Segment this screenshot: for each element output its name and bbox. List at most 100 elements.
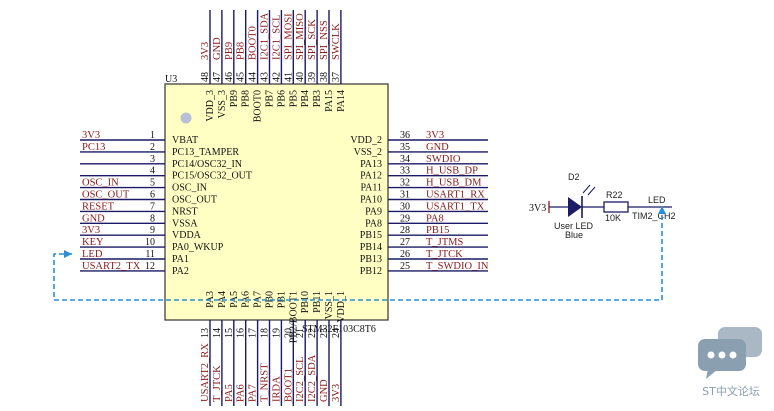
top-pin-group: 48VDD_33V347VSS_3GND46PB9PB945PB8PB844BO…	[200, 10, 347, 122]
pin-name-41: PB5	[288, 90, 299, 107]
pin-number-3: 3	[150, 154, 155, 165]
pin-number-18: 18	[260, 328, 271, 338]
pin-number-15: 15	[224, 328, 235, 338]
pin-number-43: 43	[260, 72, 271, 82]
net-label-32: H_USB_DM	[426, 178, 482, 189]
pin-name-25: PB12	[360, 266, 382, 277]
pin-number-29: 29	[400, 213, 410, 224]
pin-number-42: 42	[271, 72, 282, 82]
bottom-pin-group: 13PA3USART2_RX14PA4T_JTCK15PA5PA516PA6PA…	[200, 291, 347, 406]
net-label-28: PB15	[426, 225, 449, 236]
pin-number-33: 33	[400, 166, 410, 177]
pin-name-33: PA12	[360, 171, 382, 182]
net-label-40: SPI_MISO	[295, 13, 306, 60]
net-label-44: BOOT0	[248, 26, 259, 60]
pin-number-22: 22	[307, 328, 318, 338]
pin-number-1: 1	[150, 130, 155, 141]
net-label-18: T_NRST	[260, 363, 271, 402]
pin-number-48: 48	[200, 72, 211, 82]
net-label-11: LED	[82, 249, 103, 260]
net-label-13: USART2_RX	[200, 343, 211, 402]
net-label-6: OSC_OUT	[82, 190, 130, 201]
pin-name-10: PA0_WKUP	[172, 242, 224, 253]
pin-name-24: VDD_1	[336, 291, 347, 323]
pin-name-36: VDD_2	[350, 135, 382, 146]
pin-number-35: 35	[400, 142, 410, 153]
net-label-38: SPI_NSS	[319, 20, 330, 60]
pin-name-3: PC14/OSC32_IN	[172, 159, 242, 170]
pin-number-36: 36	[400, 130, 410, 141]
pin-number-19: 19	[271, 328, 282, 338]
pin-number-44: 44	[248, 72, 259, 82]
net-label-33: H_USB_DP	[426, 166, 478, 177]
resistor-ref: R22	[606, 190, 623, 200]
net-label-47: GND	[212, 37, 223, 60]
pin-number-37: 37	[331, 72, 342, 82]
pin-number-28: 28	[400, 225, 410, 236]
net-label-19: IRDA	[271, 376, 282, 402]
timer-channel-label: TIM2_CH2	[632, 211, 676, 221]
forum-watermark: ST中文论坛	[694, 325, 768, 403]
net-label-34: SWDIO	[426, 154, 461, 165]
pin-name-42: PB6	[276, 90, 287, 107]
net-label-12: USART2_TX	[82, 261, 141, 272]
led-dashed-connection	[53, 207, 663, 301]
net-label-5: OSC_IN	[82, 178, 119, 189]
led-name: User LED	[554, 221, 594, 231]
pin-name-37: PA14	[336, 90, 347, 112]
net-label-48: 3V3	[200, 42, 211, 60]
net-label-1: 3V3	[82, 130, 100, 141]
net-label-25: T_SWDIO_IN	[426, 261, 489, 272]
pin-name-4: PC15/OSC32_OUT	[172, 171, 252, 182]
pin-name-21: PB10	[300, 291, 311, 313]
chat-bubble-icon	[698, 327, 762, 379]
pin-name-38: PA15	[324, 90, 335, 112]
net-label-17: PA7	[248, 384, 259, 402]
net-label-8: GND	[82, 213, 105, 224]
pin-number-46: 46	[224, 72, 235, 82]
pin-name-1: VBAT	[172, 135, 198, 146]
pin-number-31: 31	[400, 190, 410, 201]
pin-name-32: PA11	[361, 183, 383, 194]
pin-name-30: PA9	[365, 206, 382, 217]
net-label-31: USART1_RX	[426, 190, 485, 201]
net-label-27: T_JTMS	[426, 237, 464, 248]
net-label-42: I2C1_SCL	[271, 14, 282, 60]
pin-name-12: PA2	[172, 266, 189, 277]
net-label-39: SPI_SCK	[307, 19, 318, 60]
led-color: Blue	[565, 230, 583, 240]
pin-number-23: 23	[319, 328, 330, 338]
net-label-9: 3V3	[82, 225, 100, 236]
net-label-45: PB8	[236, 42, 247, 60]
net-label-36: 3V3	[426, 130, 444, 141]
pin-name-40: PB4	[300, 90, 311, 107]
pin-name-9: VDDA	[172, 230, 202, 241]
pin-number-30: 30	[400, 201, 410, 212]
pin-number-40: 40	[295, 72, 306, 82]
resistor-value: 10K	[605, 213, 621, 223]
pin-name-5: OSC_IN	[172, 183, 207, 194]
pin-number-21: 21	[295, 328, 306, 338]
chip-ref: U3	[165, 74, 177, 85]
pin-number-2: 2	[150, 142, 155, 153]
pin-number-14: 14	[212, 328, 223, 338]
net-label-16: PA6	[236, 384, 247, 402]
led-net-label: LED	[648, 195, 666, 205]
net-label-22: I2C2_SDA	[307, 354, 318, 402]
watermark-text: ST中文论坛	[702, 385, 760, 398]
pin-number-12: 12	[145, 261, 155, 272]
pin-number-27: 27	[400, 237, 410, 248]
pin-number-20: 20	[283, 328, 294, 338]
net-label-37: SWCLK	[331, 23, 342, 60]
pin-name-2: PC13_TAMPER	[172, 147, 239, 158]
pin-name-47: VSS_3	[217, 90, 228, 118]
resistor-icon	[603, 201, 629, 213]
net-label-41: SPI_MOSI	[283, 13, 294, 60]
pin-name-29: PA8	[365, 218, 382, 229]
pin-name-20: PB2/BOOT1	[288, 291, 299, 343]
pin-name-23: VSS_1	[324, 291, 335, 319]
pin-number-32: 32	[400, 178, 410, 189]
pin-number-45: 45	[236, 72, 247, 82]
net-label-21: I2C2_SCL	[295, 356, 306, 402]
